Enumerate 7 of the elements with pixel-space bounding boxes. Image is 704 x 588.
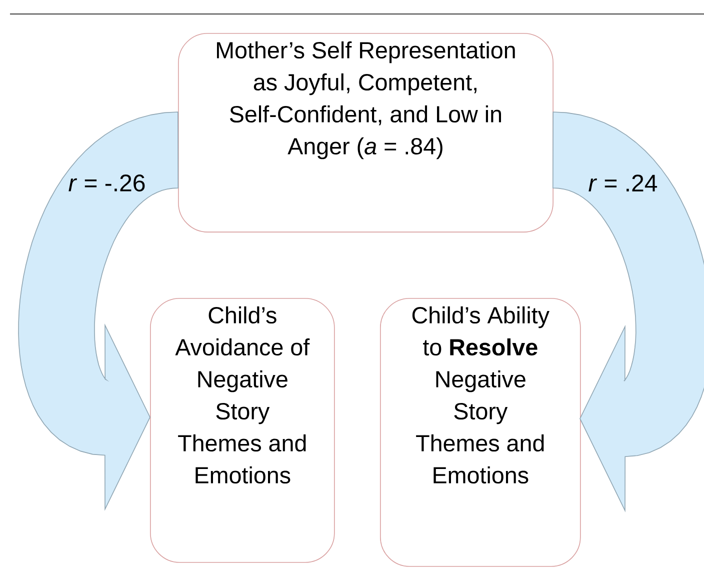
curved-arrow bbox=[552, 112, 704, 512]
curved-arrow bbox=[18, 112, 178, 511]
text-box: Child’s Avoidance of Negative Story Themes and Emotions bbox=[150, 298, 335, 563]
text-box: Mother’s Self Representation as Joyful, Competent, Self-Confident, and Low in Anger (a = .84) bbox=[178, 33, 554, 232]
edge-label: r = .24 bbox=[586, 173, 660, 193]
edge-label: r = -.26 bbox=[66, 173, 148, 193]
text-box: Child’s Ability to Resolve Negative Story Themes and Emotions bbox=[380, 298, 581, 567]
